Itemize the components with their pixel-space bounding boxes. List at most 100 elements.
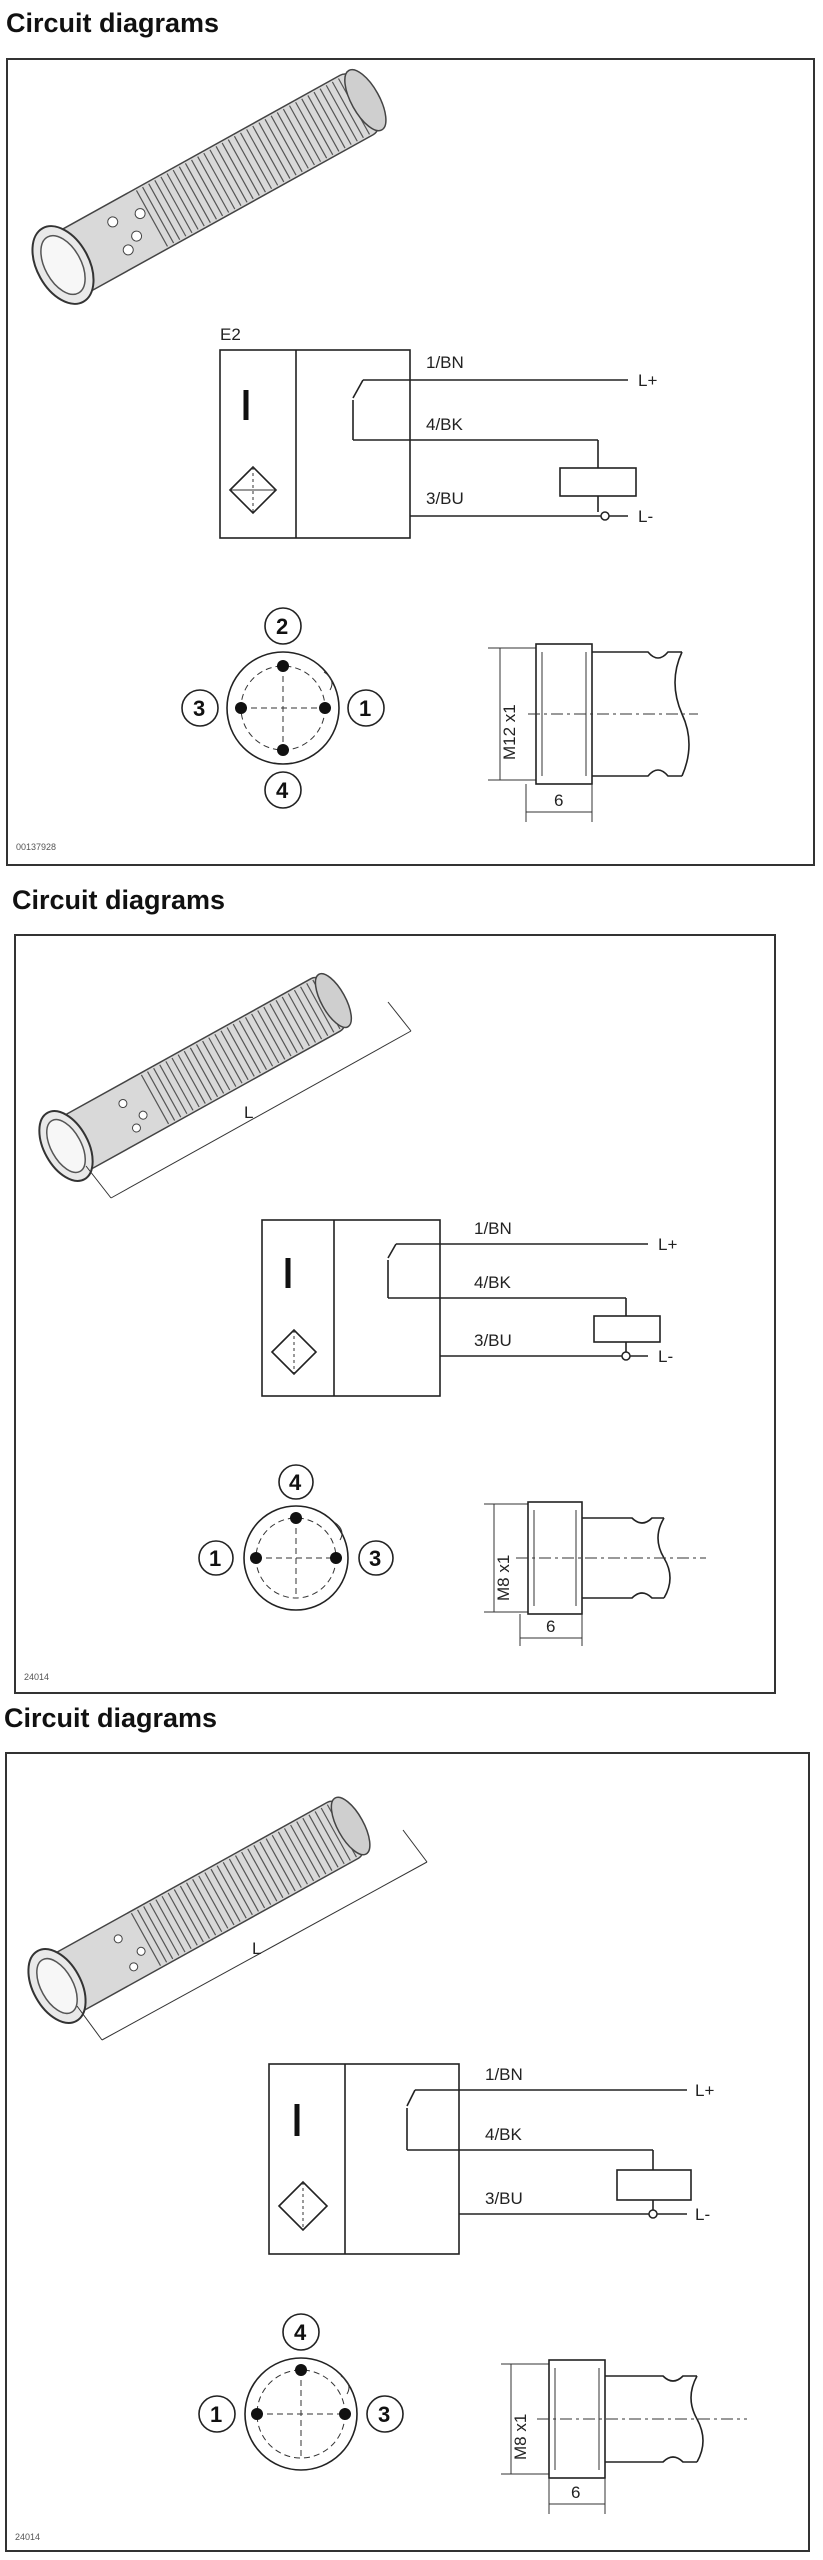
switch-contact: [406, 2089, 416, 2107]
thread-rib: [271, 1834, 302, 1888]
thread-rib: [192, 1878, 223, 1933]
sensor-face: [38, 1110, 94, 1182]
thread-detail: M12 x1 6: [488, 643, 698, 822]
thread-rib: [159, 1064, 188, 1115]
thread-rib: [149, 1902, 180, 1956]
thread-rib: [137, 1909, 168, 1963]
pin-number: 4: [276, 778, 289, 803]
thread-rib: [314, 1811, 345, 1865]
supply-positive-label: L+: [695, 2081, 714, 2100]
wiring-schematic: 1/BN L+ 4/BK 3/BU L-: [261, 1219, 677, 1397]
thread-rib: [204, 1872, 235, 1926]
thread-rib: [153, 1067, 182, 1118]
supply-negative-label: L-: [638, 507, 653, 526]
thread-rib: [179, 1885, 211, 1939]
thread-rib: [264, 118, 297, 176]
wire-label: 1/BN: [474, 1219, 512, 1238]
wire-label: 4/BK: [485, 2125, 523, 2144]
thread-rib: [203, 152, 236, 210]
pin-dot: [250, 1552, 262, 1564]
thread-rib: [228, 1858, 259, 1912]
inductive-symbol-icon: [277, 2180, 329, 2232]
thread-rib: [183, 1050, 212, 1101]
thread-rib: [252, 125, 285, 183]
thread-rib: [283, 1828, 315, 1882]
figure-code: 24014: [24, 1672, 49, 1682]
thread-rib: [233, 135, 266, 193]
thread-rib: [287, 993, 316, 1043]
thread-rib: [222, 1862, 253, 1916]
pin-dot: [277, 660, 289, 672]
thread-rib: [288, 105, 322, 162]
thread-rib: [240, 132, 273, 190]
thread-rib: [293, 989, 323, 1040]
thread-rib: [160, 176, 193, 234]
thread-rib: [302, 1817, 333, 1871]
thread-rib: [214, 1033, 243, 1084]
sensor-block: [219, 349, 411, 539]
thread-rib: [238, 1020, 268, 1070]
thread-rib: [191, 159, 224, 217]
thread-rib: [161, 1895, 192, 1950]
terminal-icon: [621, 1351, 631, 1361]
thread-rib: [226, 1027, 255, 1077]
thread-rib: [167, 1892, 198, 1946]
thread-detail: M8 x1 6: [501, 2359, 747, 2514]
thread-rib: [210, 1868, 241, 1922]
sensor-block: [261, 1219, 441, 1397]
pin-number: 2: [276, 614, 288, 639]
thread-rib: [244, 1016, 274, 1067]
inductive-symbol-icon: [270, 1328, 318, 1376]
wire-label: 3/BU: [474, 1331, 512, 1350]
thread-rib: [215, 146, 248, 203]
thread-rib: [195, 1044, 225, 1094]
thread-rib: [130, 1912, 162, 1966]
thread-rib: [331, 81, 364, 139]
thread-rib: [166, 173, 199, 230]
thread-rib: [295, 101, 328, 159]
figure-code: 24014: [15, 2532, 40, 2542]
thread-rib: [177, 1054, 206, 1104]
sensor-illustration: L: [38, 972, 412, 1199]
thread-rib: [296, 1821, 327, 1875]
pin-number: 4: [289, 1470, 302, 1495]
terminal-icon: [648, 2209, 658, 2219]
pin-number: 3: [369, 1546, 381, 1571]
thread-length-label: 6: [571, 2483, 580, 2502]
supply-negative-label: L-: [658, 1347, 673, 1366]
sensor-illustration: L: [27, 1796, 428, 2041]
thread-size-label: M8 x1: [494, 1555, 513, 1601]
sensor-face: [31, 225, 95, 305]
pin-dot: [339, 2408, 351, 2420]
thread-size-label: M8 x1: [511, 2414, 530, 2460]
thread-rib: [270, 115, 303, 173]
load-resistor: [616, 2169, 692, 2201]
supply-positive-label: L+: [638, 371, 657, 390]
pin-number: 1: [210, 2402, 222, 2427]
pin-dot: [330, 1552, 342, 1564]
supply-negative-label: L-: [695, 2205, 710, 2224]
wiring-schematic: 1/BN L+ 4/BK 3/BU L-: [268, 2063, 714, 2255]
thread-rib: [275, 1000, 304, 1050]
block-label: E2: [220, 325, 241, 344]
length-label: L: [252, 1939, 261, 1958]
switch-contact: [387, 1243, 397, 1259]
thread-rib: [246, 129, 279, 186]
pin-number: 3: [193, 696, 205, 721]
thread-length-label: 6: [546, 1617, 555, 1636]
pin-dot: [319, 702, 331, 714]
thread-rib: [259, 1841, 290, 1895]
section-heading: Circuit diagrams: [6, 8, 220, 38]
sensor-threaded-body: [48, 1796, 371, 2012]
thread-rib: [234, 1855, 266, 1909]
figure-code: 00137928: [16, 842, 56, 852]
wire-label: 3/BU: [485, 2189, 523, 2208]
thread-rib: [189, 1047, 219, 1098]
thread-rib: [165, 1061, 194, 1111]
thread-rib: [220, 1030, 249, 1081]
thread-size-label: M12 x1: [500, 704, 519, 760]
connector-pinout: 4 1 3: [198, 1464, 394, 1611]
section-heading: Circuit diagrams: [12, 885, 226, 915]
pin-number: 1: [209, 1546, 221, 1571]
thread-rib: [146, 1071, 176, 1121]
